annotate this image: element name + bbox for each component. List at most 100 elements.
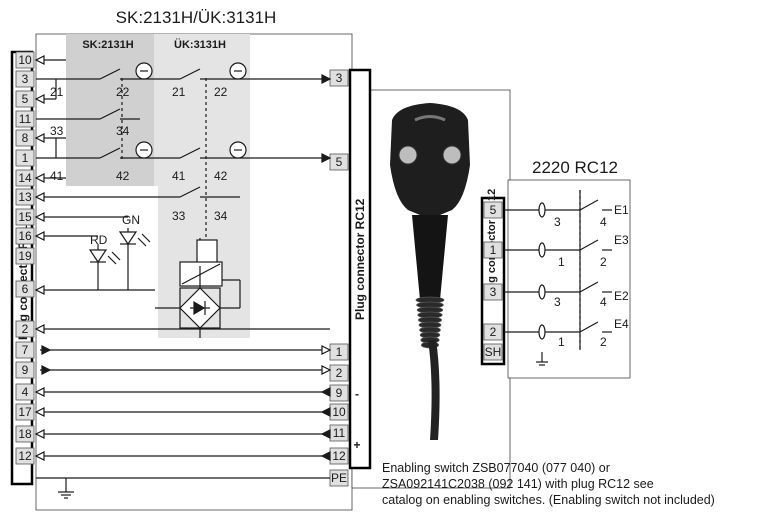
rc12-pin-label: 5: [336, 155, 343, 169]
wire-arrow: [34, 133, 45, 143]
wire-arrow: [34, 192, 45, 202]
rc12-pin-1: [329, 343, 349, 361]
device-pin-label: 3: [490, 285, 497, 299]
wire-arrow: [34, 55, 45, 65]
rc18-pin-label: 10: [18, 53, 32, 67]
device-contact-2b: 2: [600, 335, 607, 349]
rc12-pin-label: 3: [336, 71, 343, 85]
device-ferrite: [538, 324, 546, 340]
wire-arrow: [34, 451, 45, 461]
device-pin-1: [483, 241, 503, 259]
contact-33: 33: [50, 124, 64, 138]
relay-coil-slash: [181, 263, 221, 285]
rc18-pin-label: 15: [18, 210, 32, 224]
rc12-label: Plug connector RC12: [353, 198, 367, 320]
device-pin-label: 5: [490, 203, 497, 217]
wire-arrow: [34, 285, 45, 295]
contact-labels: 21 22 21 22 33 34 41 42 41 42 33 34 RD G…: [50, 85, 228, 247]
contact-42: 42: [116, 169, 130, 183]
rc18-pin-19: [15, 247, 35, 265]
device-contact-3b: 3: [554, 295, 561, 309]
rc18-pin-7: [15, 341, 35, 359]
device-pin-label: SH: [485, 345, 502, 359]
contact-41b: 41: [172, 169, 186, 183]
rc18-pin-17: [15, 403, 35, 421]
rc18-pin-label: 17: [18, 405, 32, 419]
device-pin-label: 1: [490, 243, 497, 257]
rc12-pin-label: 2: [336, 366, 343, 380]
device-e2: E2: [614, 289, 629, 303]
led-rd-symbol: [88, 249, 108, 264]
device-e1: E1: [614, 203, 629, 217]
enabling-switch-note: Enabling switch ZSB077040 (077 040) or Z…: [382, 460, 772, 508]
wire-arrow: [321, 153, 332, 163]
rc12-pin-5: [329, 153, 349, 171]
rc18-pin-14: [15, 169, 35, 187]
note-line-3: catalog on enabling switches. (Enabling …: [382, 493, 715, 507]
sk-label: SK:2131H: [82, 39, 133, 51]
device-connector-body: [480, 196, 506, 366]
uk-shaded-area-top: [154, 34, 250, 186]
rc18-pin-label: 5: [22, 92, 29, 106]
rc18-pin-label: 3: [22, 72, 29, 86]
uk-label: ÜK:3131H: [174, 38, 226, 51]
led-rd-ray-2: [111, 251, 121, 261]
rc12-pin-label: 12: [332, 449, 346, 463]
rc12-pin-2: [329, 364, 349, 382]
rc18-pin-16: [15, 227, 35, 245]
wire-arrow: [41, 345, 52, 355]
sk-shaded-area: [66, 34, 154, 186]
switch-contact: [179, 147, 201, 159]
contact-42b: 42: [214, 169, 228, 183]
wires: [34, 55, 332, 479]
ground-symbol-main: [58, 478, 74, 499]
rc12-pin-label: 9: [336, 386, 343, 400]
device-ferrite: [538, 242, 546, 258]
rc18-pin-label: 13: [18, 190, 32, 204]
wire-arrow: [34, 387, 45, 397]
device-contact-1b: 1: [558, 335, 565, 349]
wire-arrow: [320, 451, 331, 461]
rc18-pin-10: [15, 51, 35, 69]
contact-21: 21: [50, 85, 64, 99]
switch-contact: [179, 68, 201, 80]
wire-arrow: [34, 324, 45, 334]
rc18-pin-12: [15, 447, 35, 465]
rc18-pin-label: 16: [18, 229, 32, 243]
device-title: 2220 RC12: [532, 158, 618, 177]
contact-22b: 22: [214, 85, 228, 99]
switch-contact: [99, 108, 121, 120]
rc18-pin-label: 2: [22, 322, 29, 336]
rc18-pin-6: [15, 280, 35, 298]
wire-arrow: [321, 345, 332, 355]
switch-contact: [99, 147, 121, 159]
wire-arrow: [321, 74, 332, 84]
rc18-pin-9: [15, 361, 35, 379]
switch-contact: [179, 186, 201, 198]
enabling-switch-cable-image: [390, 103, 470, 440]
rc12-connector-body: [348, 68, 372, 470]
device-pin-3: [483, 283, 503, 301]
rc18-pin-label: 14: [18, 171, 32, 185]
led-gn-label: GN: [122, 213, 140, 227]
rc18-pin-15: [15, 208, 35, 226]
contact-41: 41: [50, 169, 64, 183]
device-pin-2: [483, 323, 503, 341]
rc18-pin-label: 12: [18, 449, 32, 463]
wire-arrow: [34, 173, 45, 183]
rc18-pin-label: 11: [19, 112, 32, 126]
device-contact-1: 1: [558, 255, 565, 269]
wire-arrow: [320, 429, 331, 439]
device-wire: [579, 239, 599, 251]
rc18-pin-11: [15, 110, 35, 128]
wire-arrow: [34, 94, 45, 104]
contact-21b: 21: [172, 85, 186, 99]
rc18-pin-label: 19: [18, 249, 32, 263]
device-contact-2: 2: [600, 255, 607, 269]
device-pin-5: [483, 201, 503, 219]
contact-34b: 34: [214, 209, 228, 223]
rc18-pin-label: 8: [22, 131, 29, 145]
device-ferrite: [538, 284, 546, 300]
